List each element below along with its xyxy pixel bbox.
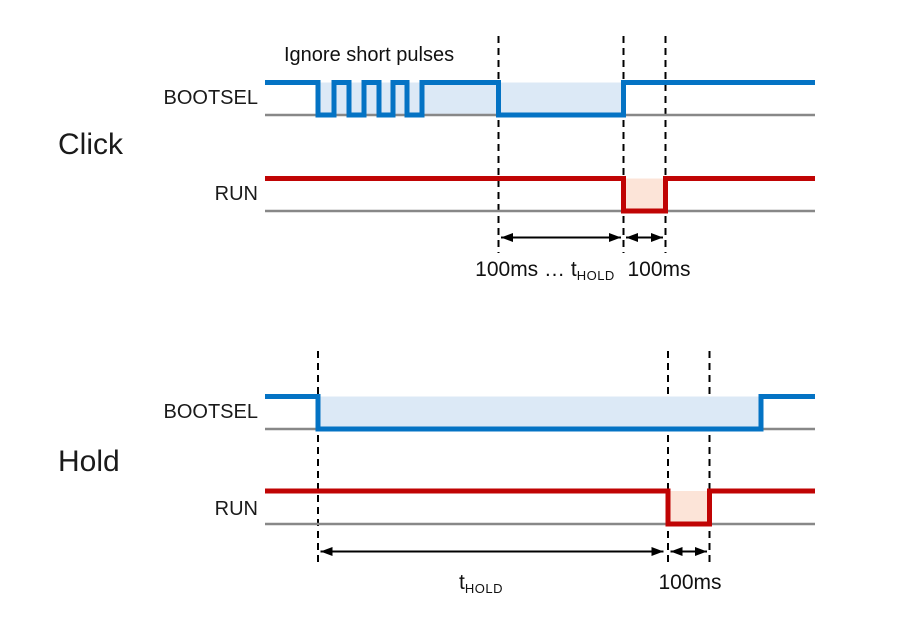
measurement-label-hold-thold: tHOLD (421, 570, 541, 597)
bootsel-trace-click (265, 80, 815, 118)
run-signal-label-click: RUN (214, 183, 258, 205)
measurement-text: 100ms … t (475, 258, 577, 281)
bootsel-trace-hold (265, 394, 815, 432)
run-low-region-click (623, 178, 666, 211)
bootsel-signal-label-hold: BOOTSEL (163, 401, 258, 423)
run-trace-hold (265, 488, 815, 527)
ignore-short-pulses-note: Ignore short pulses (284, 44, 455, 66)
section-title-hold: Hold (58, 445, 120, 478)
measurement-subscript: HOLD (576, 268, 615, 283)
bootsel-pressed-region-hold (318, 396, 761, 429)
bootsel-pressed-region-click (318, 82, 624, 115)
run-signal-label-hold: RUN (214, 498, 258, 520)
section-title-click: Click (58, 128, 123, 161)
measurement-label-hold-100ms: 100ms (658, 571, 722, 594)
measurement-label-click-press: 100ms … tHOLD (445, 257, 645, 284)
measurement-label-click-100ms: 100ms (627, 258, 691, 281)
bootsel-signal-label-click: BOOTSEL (163, 87, 258, 109)
run-trace-click (265, 176, 815, 214)
run-low-region-hold (668, 491, 710, 524)
measurement-text: t (459, 571, 465, 594)
measurement-subscript: HOLD (464, 581, 503, 596)
